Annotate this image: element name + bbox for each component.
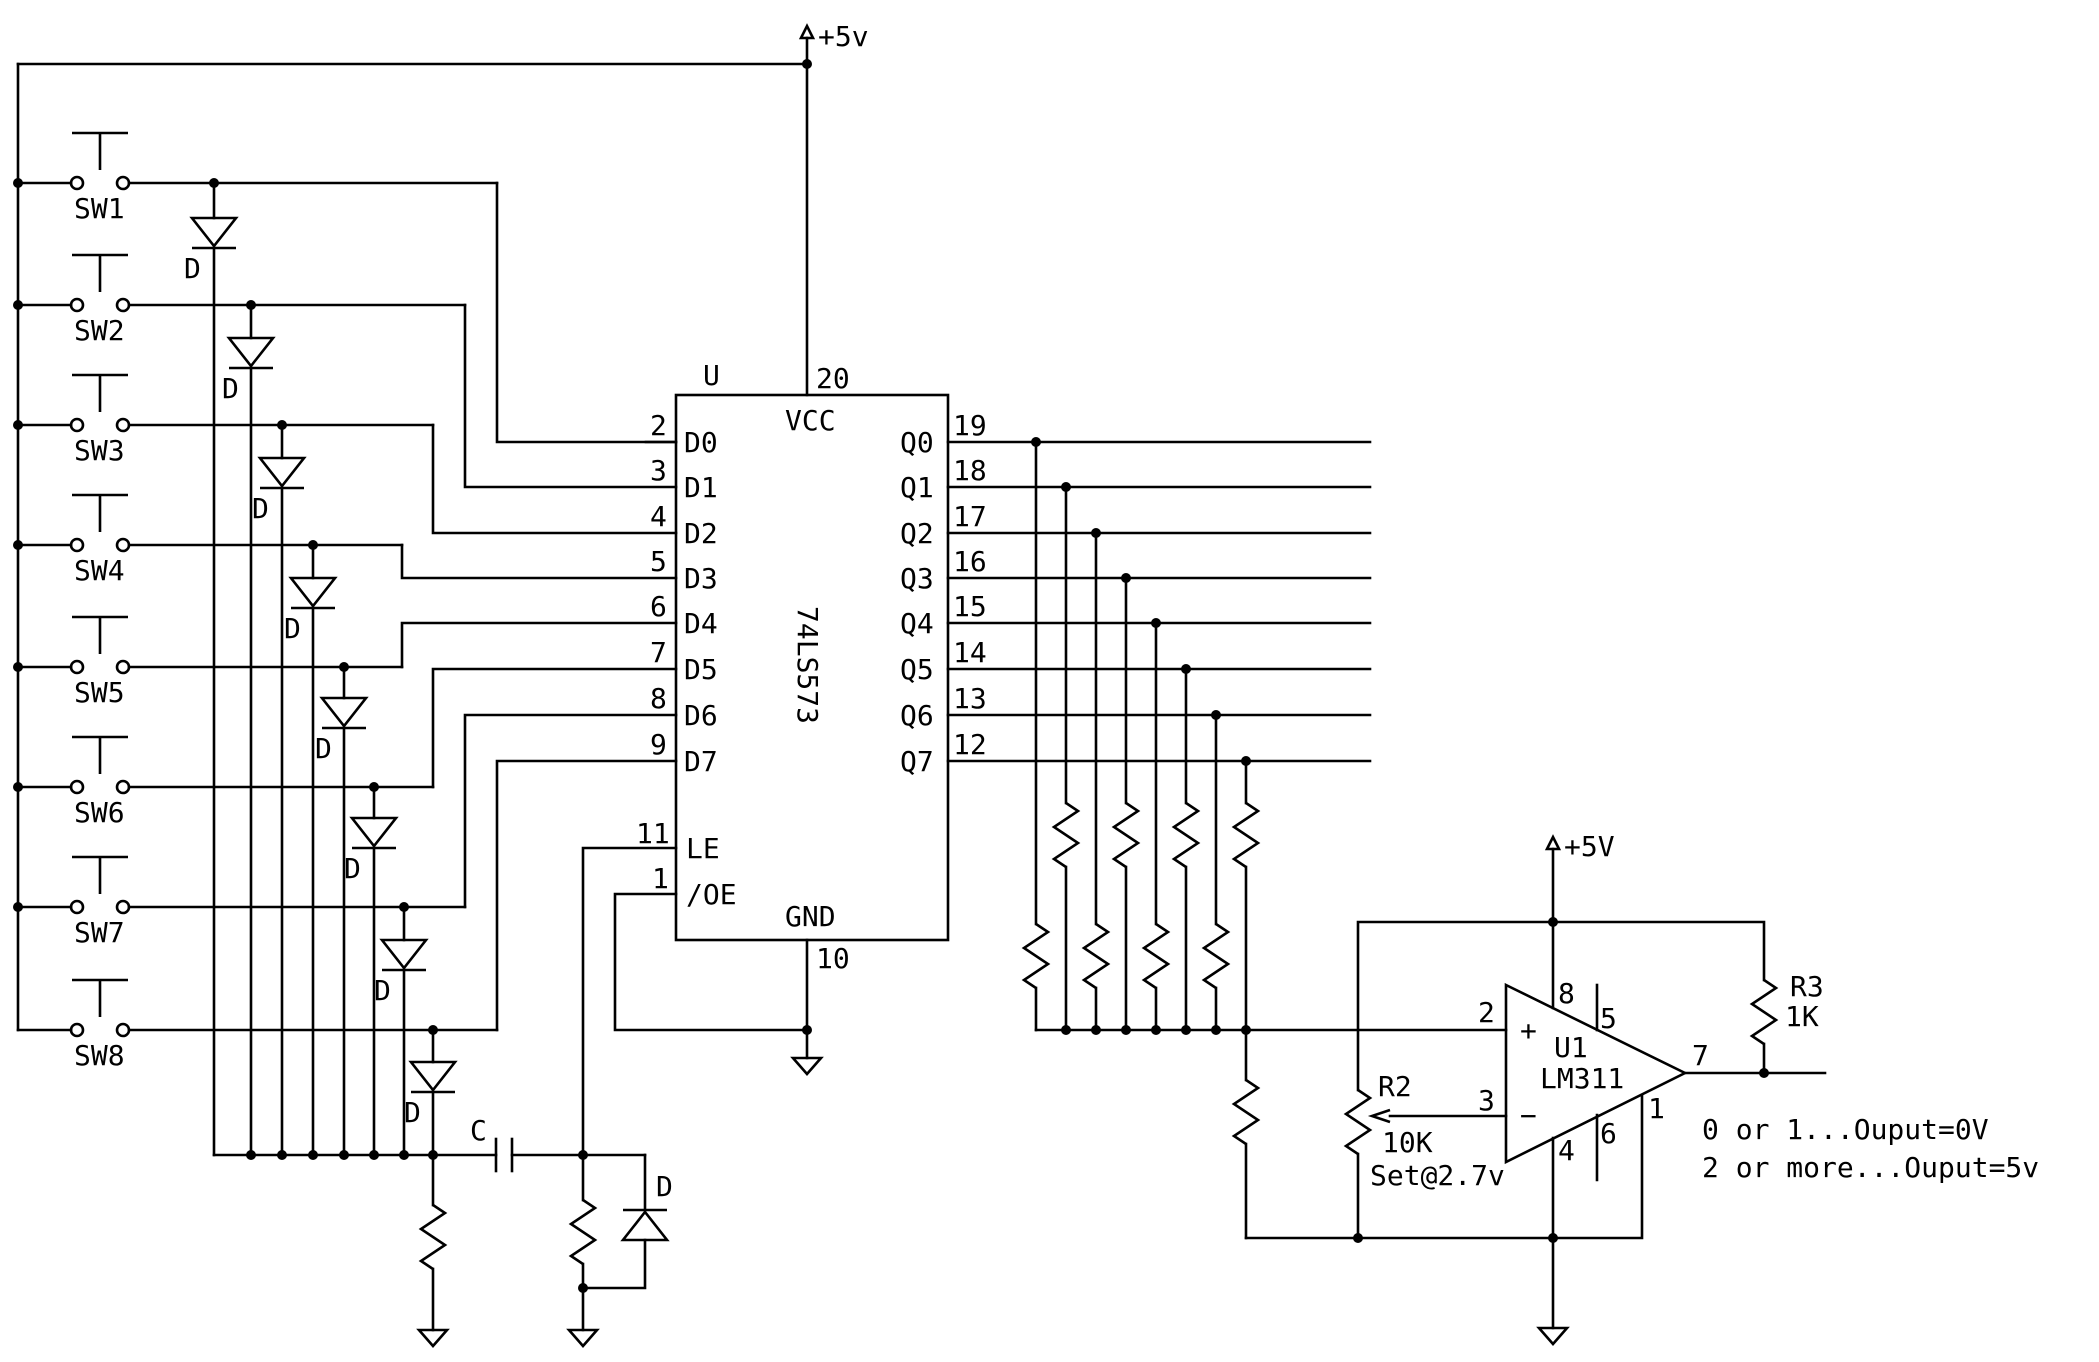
r2-value: 10K <box>1382 1126 1433 1159</box>
pin-number-d0: 2 <box>650 409 667 442</box>
switch-sw4: SW4 <box>13 493 404 587</box>
note-line-2: 2 or more...Ouput=5v <box>1702 1151 2039 1184</box>
pin-name-oe: /OE <box>686 878 737 911</box>
pin-name-d5: D5 <box>684 653 718 686</box>
pin-name-d3: D3 <box>684 562 718 595</box>
pin-name-d1: D1 <box>684 471 718 504</box>
comparator-pin-1: 1 <box>1648 1092 1665 1125</box>
switch-sw8: SW8 <box>16 978 499 1072</box>
pin-number-q3: 16 <box>953 545 987 578</box>
pin-number-oe: 1 <box>652 862 669 895</box>
data-input-wires <box>400 181 678 1032</box>
pin-name-d0: D0 <box>684 426 718 459</box>
diode-label-6: D <box>344 852 361 885</box>
pin-number-q4: 15 <box>953 590 987 623</box>
switch-label-sw6: SW6 <box>74 796 125 829</box>
comparator-pin-minus: 3 <box>1478 1084 1495 1117</box>
diode-label-4: D <box>284 612 301 645</box>
pin-name-le: LE <box>686 832 720 865</box>
switch-label-sw4: SW4 <box>74 554 125 587</box>
switch-label-sw2: SW2 <box>74 314 125 347</box>
supply-label-top: +5v <box>818 20 869 53</box>
diode-label-5: D <box>315 732 332 765</box>
switch-sw6: SW6 <box>13 735 435 829</box>
pin-number-q6: 13 <box>953 682 987 715</box>
pin-number-d5: 7 <box>650 636 667 669</box>
switch-label-sw1: SW1 <box>74 192 125 225</box>
note-line-1: 0 or 1...Ouput=0V <box>1702 1113 1989 1146</box>
latch-ref: U <box>703 359 720 392</box>
gnd-label: GND <box>785 900 836 933</box>
r2-note: Set@2.7v <box>1370 1159 1505 1192</box>
comparator-plus-sign: + <box>1520 1014 1537 1047</box>
switch-label-sw8: SW8 <box>74 1039 125 1072</box>
pin-name-q7: Q7 <box>900 745 934 778</box>
comparator-minus-sign: − <box>1520 1099 1537 1132</box>
comparator-pin-out: 7 <box>1692 1039 1709 1072</box>
switch-sw7: SW7 <box>13 855 467 949</box>
r3-value: 1K <box>1785 1000 1819 1033</box>
pin-number-d4: 6 <box>650 590 667 623</box>
pin-number-d7: 9 <box>650 728 667 761</box>
pin-name-q4: Q4 <box>900 607 934 640</box>
pin-name-d2: D2 <box>684 517 718 550</box>
comparator-pin-v-plus: 8 <box>1558 977 1575 1010</box>
switch-label-sw5: SW5 <box>74 676 125 709</box>
latch-74ls573: U 20 VCC GND 10 74LS573 2 D0 3 D1 4 D2 5… <box>613 359 987 1076</box>
switch-sw2: SW2 <box>13 253 467 347</box>
comparator-pin-v-minus: 4 <box>1558 1134 1575 1167</box>
diode-or-network: D D D D D D <box>184 178 498 1160</box>
supply-label-comparator: +5V <box>1564 830 1615 863</box>
comparator-ref: U1 <box>1554 1031 1588 1064</box>
latch-part-number: 74LS573 <box>791 606 824 724</box>
truth-notes: 0 or 1...Ouput=0V 2 or more...Ouput=5v <box>1702 1113 2039 1184</box>
comparator-pin-5: 5 <box>1600 1002 1617 1035</box>
diode-label-clamp: D <box>656 1170 673 1203</box>
diode-label-7: D <box>374 974 391 1007</box>
pin-name-d6: D6 <box>684 699 718 732</box>
pin-number-d3: 5 <box>650 545 667 578</box>
switch-label-sw3: SW3 <box>74 434 125 467</box>
pin-number-q0: 19 <box>953 409 987 442</box>
capacitor-label: C <box>470 1114 487 1147</box>
pin-number-q2: 17 <box>953 500 987 533</box>
switch-label-sw7: SW7 <box>74 916 125 949</box>
switch-sw1: SW1 <box>13 131 499 225</box>
diode-label-3: D <box>252 492 269 525</box>
switch-sw5: SW5 <box>13 615 404 709</box>
pin-number-q7: 12 <box>953 728 987 761</box>
output-summing-network <box>946 437 1508 1240</box>
pin-number-le: 11 <box>636 817 670 850</box>
pin-number-q5: 14 <box>953 636 987 669</box>
pin-name-q1: Q1 <box>900 471 934 504</box>
vcc-pin-number: 20 <box>816 362 850 395</box>
r2-ref: R2 <box>1378 1070 1412 1103</box>
comparator-part: LM311 <box>1540 1062 1624 1095</box>
diode-label-8: D <box>404 1096 421 1129</box>
top-power-rail: +5v <box>16 20 869 1032</box>
pin-number-d6: 8 <box>650 682 667 715</box>
pin-name-d7: D7 <box>684 745 718 778</box>
pin-name-q6: Q6 <box>900 699 934 732</box>
pin-name-q2: Q2 <box>900 517 934 550</box>
diode-label-1: D <box>184 252 201 285</box>
pin-name-q5: Q5 <box>900 653 934 686</box>
pin-name-q0: Q0 <box>900 426 934 459</box>
potentiometer-r2: R2 10K Set@2.7v <box>1343 920 1555 1243</box>
pin-number-q1: 18 <box>953 454 987 487</box>
latch-enable-pulse-network: C D <box>416 846 678 1348</box>
comparator-lm311: U1 LM311 + − 2 3 +5V 8 4 5 6 1 7 <box>1244 830 1827 1346</box>
pull-up-r3: R3 1K <box>1551 920 1824 1075</box>
r3-ref: R3 <box>1790 970 1824 1003</box>
vcc-label: VCC <box>785 404 836 437</box>
pin-number-d2: 4 <box>650 500 667 533</box>
pin-name-q3: Q3 <box>900 562 934 595</box>
gnd-pin-number: 10 <box>816 942 850 975</box>
pin-number-d1: 3 <box>650 454 667 487</box>
diode-label-2: D <box>222 372 239 405</box>
comparator-pin-6: 6 <box>1600 1117 1617 1150</box>
comparator-pin-plus: 2 <box>1478 996 1495 1029</box>
pin-name-d4: D4 <box>684 607 718 640</box>
